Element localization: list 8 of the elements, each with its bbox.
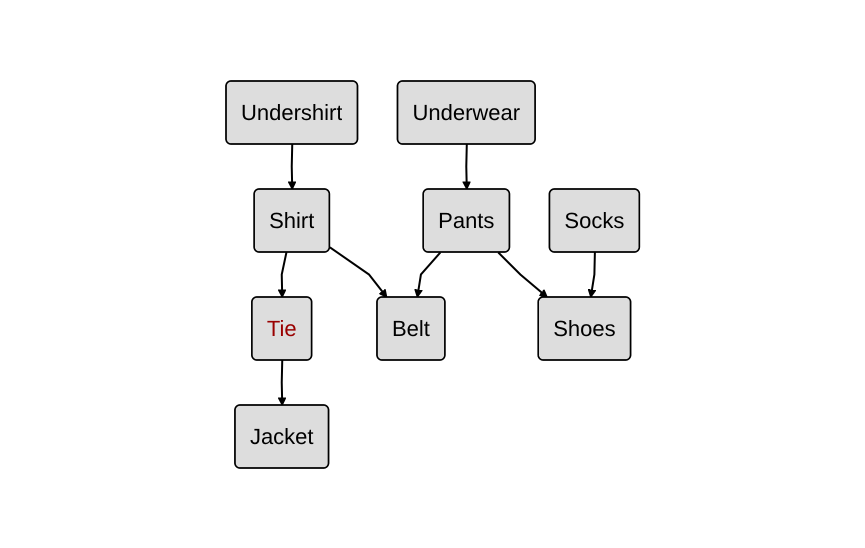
arrow: [278, 360, 286, 406]
arrow: [587, 252, 596, 298]
arrow: [278, 252, 288, 298]
arrow: [497, 251, 548, 298]
arrow: [329, 246, 388, 298]
arrow: [288, 144, 296, 190]
arrow: [462, 144, 471, 190]
arrow: [414, 251, 441, 298]
